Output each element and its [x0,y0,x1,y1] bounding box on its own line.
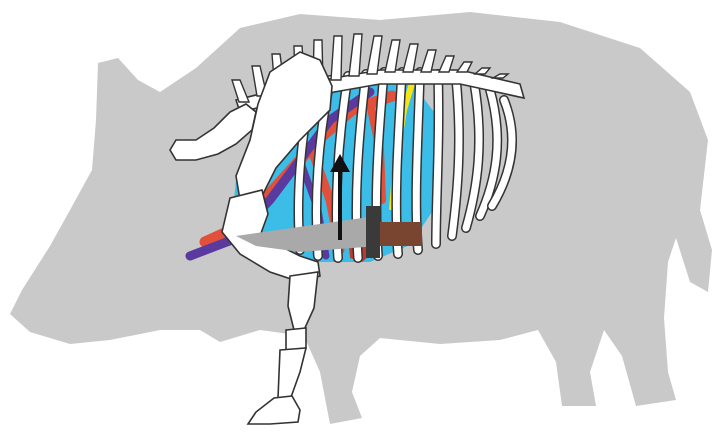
knife-guard [366,206,380,258]
carpal [286,328,306,350]
metacarpal [278,348,306,400]
hoof [248,396,300,424]
knife-handle [380,222,422,246]
rib [436,74,439,244]
